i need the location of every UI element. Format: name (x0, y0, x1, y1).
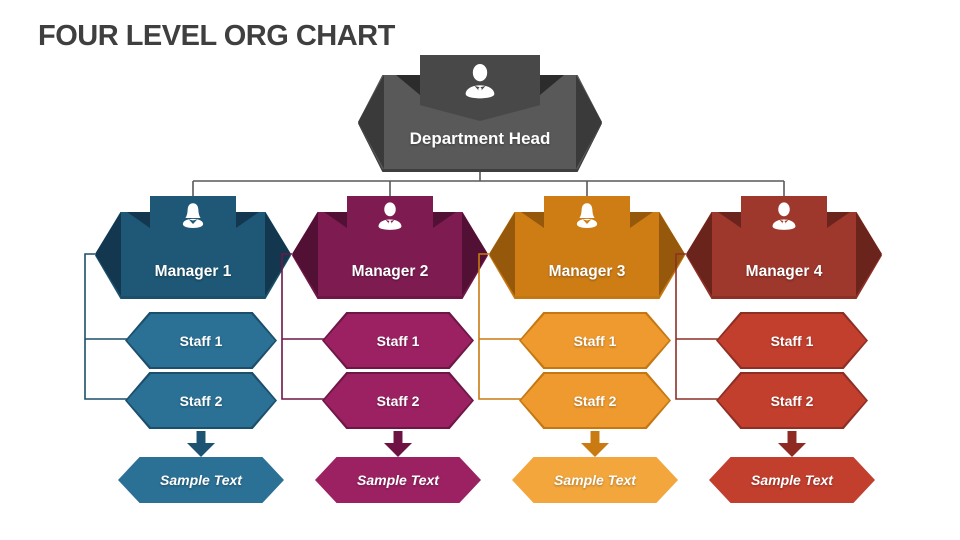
male-person-icon (772, 202, 796, 230)
sample-text-node: Sample Text (118, 457, 284, 503)
node-label: Staff 1 (127, 314, 275, 367)
hexagon-facet (292, 212, 318, 296)
fold-wedge (396, 75, 420, 95)
node-label: Staff 2 (324, 374, 472, 427)
down-arrow (778, 431, 806, 457)
node-label: Staff 1 (521, 314, 669, 367)
node-label: Staff 2 (127, 374, 275, 427)
down-arrow (581, 431, 609, 457)
staff-node: Staff 2 (519, 372, 671, 429)
node-label: Manager 4 (745, 263, 823, 280)
staff-node: Staff 1 (322, 312, 474, 369)
hexagon-facet (358, 75, 384, 169)
hexagon-facet (686, 212, 712, 296)
male-person-icon (465, 64, 495, 99)
fold-wedge (540, 75, 564, 95)
person-badge (420, 55, 540, 121)
sample-text-node: Sample Text (512, 457, 678, 503)
fold-wedge (521, 212, 544, 228)
fold-wedge (718, 212, 741, 228)
fold-wedge (127, 212, 150, 228)
male-person-icon (378, 202, 402, 230)
node-label: Staff 2 (718, 374, 866, 427)
org-column-3: Manager 3 Staff 1 Staff 2 Sample Text (477, 181, 697, 516)
sample-text-node: Sample Text (709, 457, 875, 503)
staff-node: Staff 1 (519, 312, 671, 369)
staff-node: Staff 1 (716, 312, 868, 369)
node-label: Staff 2 (521, 374, 669, 427)
female-person-icon (576, 203, 598, 228)
node-label: Staff 1 (718, 314, 866, 367)
org-column-2: Manager 2 Staff 1 Staff 2 Sample Text (280, 181, 500, 516)
fold-wedge (236, 212, 259, 228)
slide-title: FOUR LEVEL ORG CHART (38, 20, 395, 52)
node-label: Staff 1 (324, 314, 472, 367)
org-column-4: Manager 4 Staff 1 Staff 2 Sample Text (674, 181, 894, 516)
staff-node: Staff 2 (125, 372, 277, 429)
hexagon-facet (95, 212, 121, 296)
node-label: Manager 3 (548, 263, 626, 280)
org-column-1: Manager 1 Staff 1 Staff 2 Sample Text (83, 181, 303, 516)
node-label: Manager 2 (351, 263, 429, 280)
staff-node: Staff 1 (125, 312, 277, 369)
sample-text-node: Sample Text (315, 457, 481, 503)
staff-node: Staff 2 (716, 372, 868, 429)
hexagon-facet (489, 212, 515, 296)
fold-wedge (324, 212, 347, 228)
fold-wedge (827, 212, 850, 228)
down-arrow (187, 431, 215, 457)
fold-wedge (433, 212, 456, 228)
fold-wedge (630, 212, 653, 228)
department-head-node: Department Head (358, 55, 602, 175)
node-label: Manager 1 (154, 263, 232, 280)
node-label: Department Head (409, 129, 551, 148)
hexagon-facet (856, 212, 882, 296)
staff-node: Staff 2 (322, 372, 474, 429)
down-arrow (384, 431, 412, 457)
female-person-icon (182, 203, 204, 228)
hexagon-facet (576, 75, 602, 169)
